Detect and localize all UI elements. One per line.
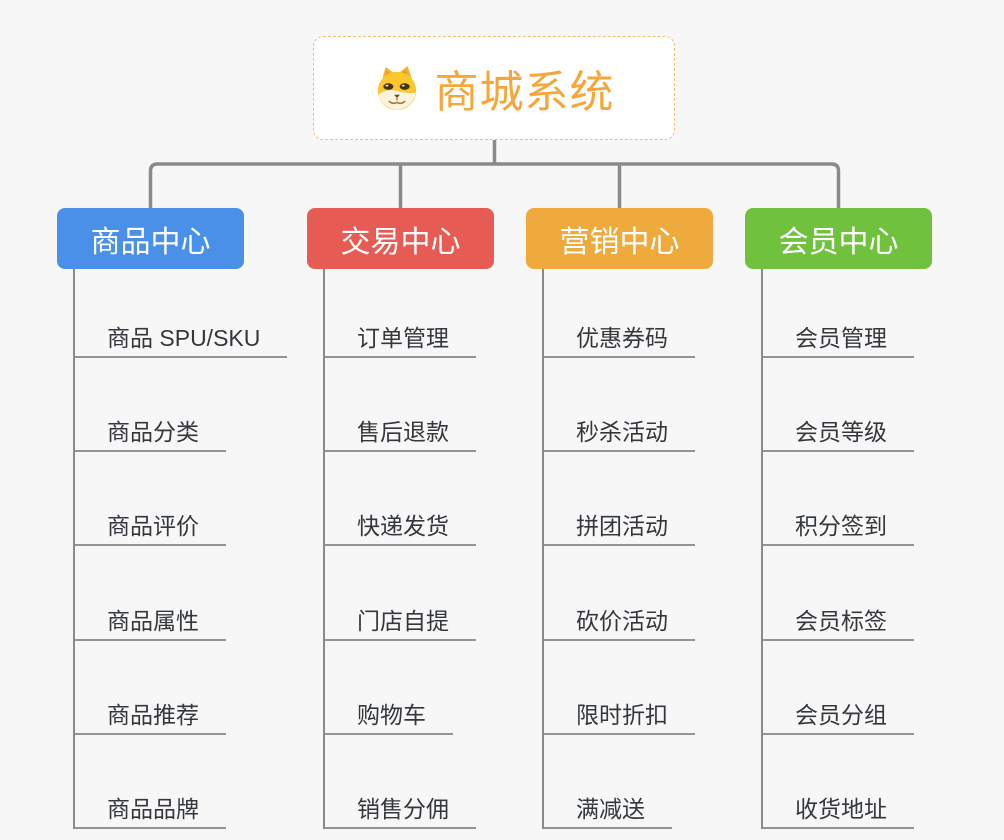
- leaf-after-sales-refund[interactable]: 售后退款: [325, 358, 476, 453]
- leaf-limited-time-discount[interactable]: 限时折扣: [544, 641, 695, 735]
- dog-face-icon: [377, 65, 416, 111]
- leaf-points-checkin[interactable]: 积分签到: [763, 452, 914, 547]
- leaf-bargain-activity[interactable]: 砍价活动: [544, 546, 695, 641]
- leaf-product-attribute[interactable]: 商品属性: [75, 546, 226, 641]
- branch-items-trade-center: 订单管理 售后退款 快递发货 门店自提 购物车 销售分佣: [323, 269, 494, 829]
- leaf-flash-sale[interactable]: 秒杀活动: [544, 358, 695, 453]
- leaf-product-spu-sku[interactable]: 商品 SPU/SKU: [75, 269, 288, 358]
- branch-trade-center: 交易中心 订单管理 售后退款 快递发货 门店自提 购物车 销售分佣: [307, 208, 494, 829]
- leaf-group-buy[interactable]: 拼团活动: [544, 452, 695, 547]
- leaf-product-category[interactable]: 商品分类: [75, 358, 226, 453]
- branch-member-center: 会员中心 会员管理 会员等级 积分签到 会员标签 会员分组 收货地址: [745, 208, 932, 829]
- leaf-product-recommend[interactable]: 商品推荐: [75, 641, 226, 735]
- leaf-member-management[interactable]: 会员管理: [763, 269, 914, 358]
- leaf-sales-commission[interactable]: 销售分佣: [325, 735, 476, 829]
- branch-items-marketing-center: 优惠券码 秒杀活动 拼团活动 砍价活动 限时折扣 满减送: [542, 269, 713, 829]
- leaf-shopping-cart[interactable]: 购物车: [325, 641, 453, 735]
- leaf-member-group[interactable]: 会员分组: [763, 641, 914, 735]
- branch-head-member-center[interactable]: 会员中心: [745, 208, 932, 269]
- leaf-full-reduction[interactable]: 满减送: [544, 735, 672, 829]
- leaf-member-tag[interactable]: 会员标签: [763, 546, 914, 641]
- root-title: 商城系统: [434, 68, 615, 117]
- leaf-order-management[interactable]: 订单管理: [325, 269, 476, 358]
- branch-items-member-center: 会员管理 会员等级 积分签到 会员标签 会员分组 收货地址: [761, 269, 932, 829]
- branch-head-marketing-center[interactable]: 营销中心: [526, 208, 713, 269]
- branch-head-product-center[interactable]: 商品中心: [57, 208, 244, 269]
- root-node[interactable]: 商城系统: [313, 36, 675, 140]
- branch-product-center: 商品中心 商品 SPU/SKU 商品分类 商品评价 商品属性 商品推荐 商品品牌: [57, 208, 288, 829]
- leaf-product-brand[interactable]: 商品品牌: [75, 735, 226, 829]
- leaf-member-level[interactable]: 会员等级: [763, 358, 914, 453]
- branch-items-product-center: 商品 SPU/SKU 商品分类 商品评价 商品属性 商品推荐 商品品牌: [73, 269, 288, 829]
- leaf-store-pickup[interactable]: 门店自提: [325, 546, 476, 641]
- leaf-shipping-address[interactable]: 收货地址: [763, 735, 914, 829]
- leaf-coupon-code[interactable]: 优惠券码: [544, 269, 695, 358]
- leaf-express-delivery[interactable]: 快递发货: [325, 452, 476, 547]
- branch-head-trade-center[interactable]: 交易中心: [307, 208, 494, 269]
- branch-marketing-center: 营销中心 优惠券码 秒杀活动 拼团活动 砍价活动 限时折扣 满减送: [526, 208, 713, 829]
- leaf-product-review[interactable]: 商品评价: [75, 452, 226, 547]
